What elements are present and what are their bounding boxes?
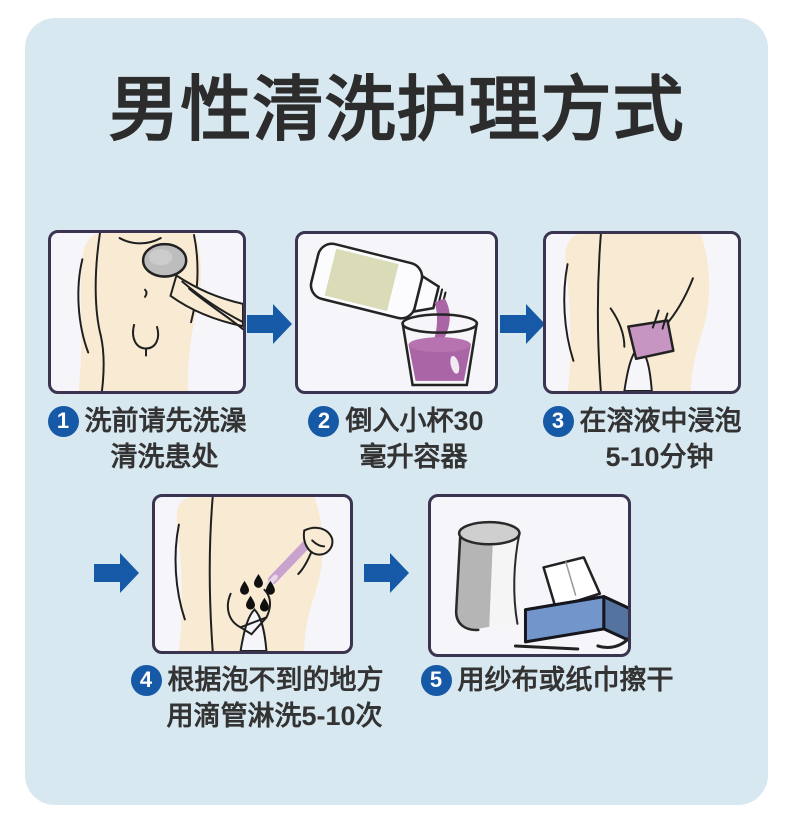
step4-caption-line2: 用滴管淋洗5-10次 xyxy=(166,701,383,731)
step4-caption-line1: 根据泡不到的地方 xyxy=(167,665,384,695)
step4-number-badge: 4 xyxy=(130,664,162,696)
arrow-right-icon xyxy=(500,304,545,344)
step3-number-badge: 3 xyxy=(542,405,574,437)
step3-panel xyxy=(543,231,741,394)
step3-caption: 3 在溶液中浸泡 5-10分钟 xyxy=(532,403,752,475)
step1-caption-line1: 洗前请先洗澡 xyxy=(84,406,247,436)
arrow-right-icon xyxy=(247,304,292,344)
step1-panel xyxy=(48,230,246,394)
gauze-tissue-illustration xyxy=(454,520,628,651)
step5-caption-line1: 用纱布或纸巾擦干 xyxy=(457,665,674,695)
soak-cloth-illustration xyxy=(563,234,710,391)
step2-caption-line2: 毫升容器 xyxy=(359,442,468,472)
step4-panel xyxy=(152,494,353,654)
dropper-rinse-illustration xyxy=(174,497,334,651)
arrow-right-icon xyxy=(364,553,409,593)
step1-number-badge: 1 xyxy=(47,405,79,437)
step3-caption-line2: 5-10分钟 xyxy=(605,442,714,472)
step2-caption-line1: 倒入小杯30 xyxy=(345,406,484,436)
step2-caption: 2 倒入小杯30 毫升容器 xyxy=(286,403,506,475)
step4-caption: 4 根据泡不到的地方 用滴管淋洗5-10次 xyxy=(127,662,387,734)
step3-caption-line1: 在溶液中浸泡 xyxy=(579,406,742,436)
step5-caption: 5 用纱布或纸巾擦干 xyxy=(412,662,682,698)
step2-number-badge: 2 xyxy=(308,405,340,437)
step1-caption-line2: 清洗患处 xyxy=(110,442,219,472)
arrow-right-icon xyxy=(94,553,139,593)
pour-bottle-cup-illustration xyxy=(309,242,479,387)
step5-panel xyxy=(428,494,631,657)
step1-caption: 1 洗前请先洗澡 清洗患处 xyxy=(37,403,257,475)
step2-panel xyxy=(295,231,498,394)
step5-number-badge: 5 xyxy=(420,664,452,696)
shower-washing-illustration xyxy=(77,233,243,391)
page-title: 男性清洗护理方式 xyxy=(108,71,685,150)
